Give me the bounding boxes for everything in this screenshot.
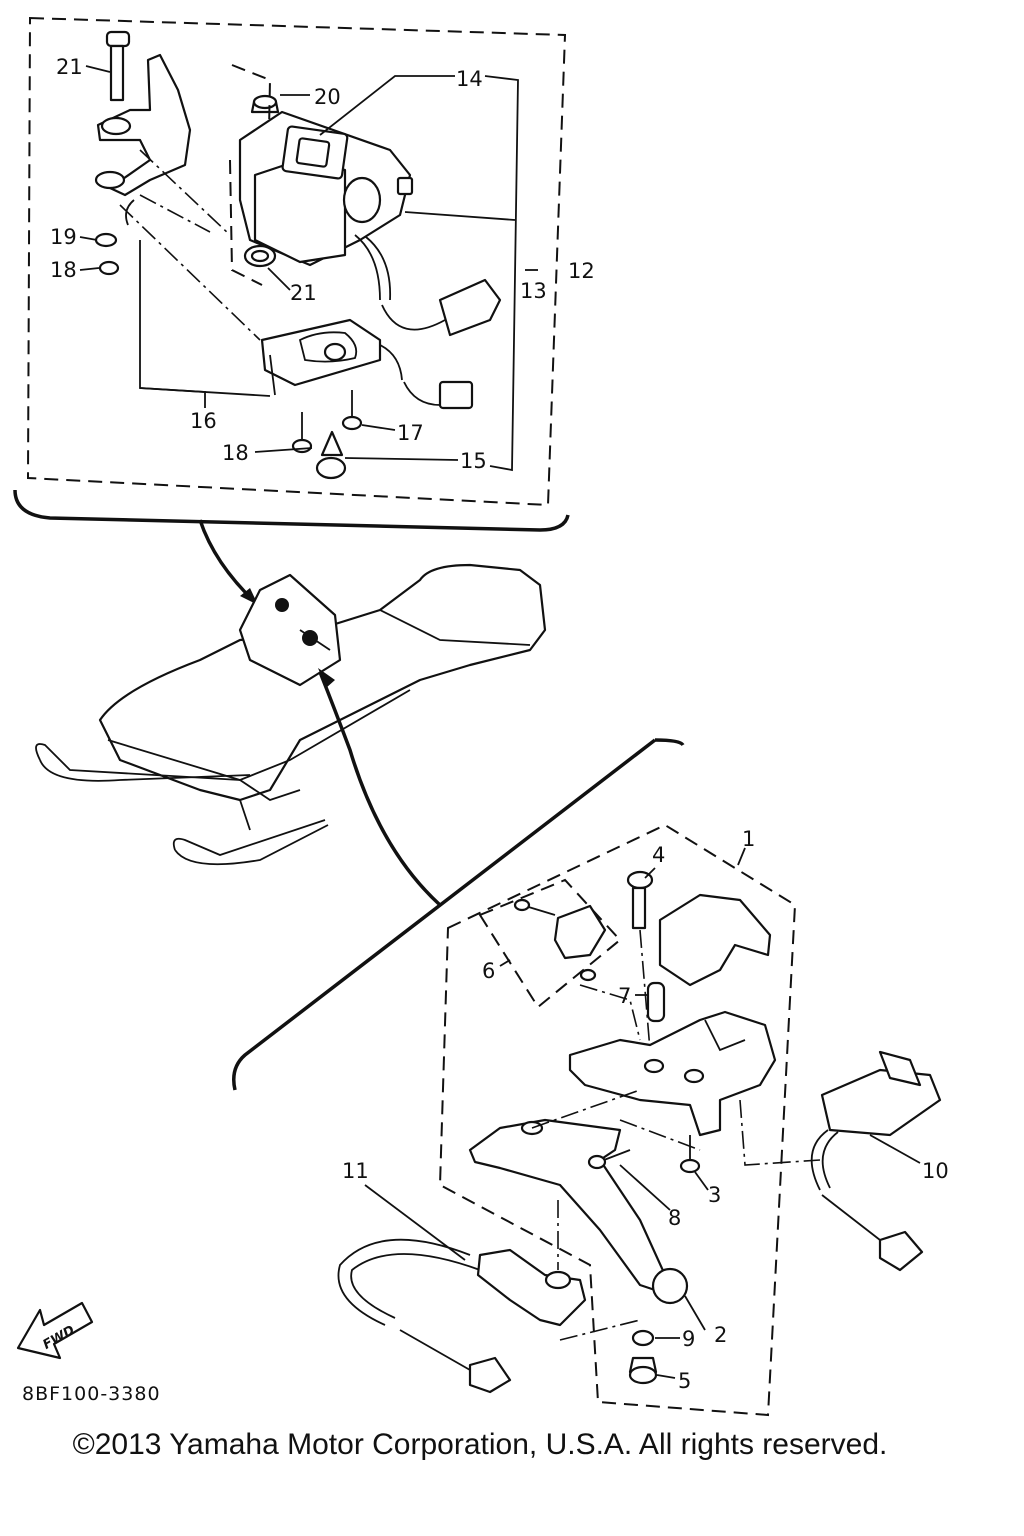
- adjuster-6: [513, 898, 607, 982]
- throttle-lever-2: [468, 1118, 689, 1305]
- callout-11: 11: [342, 1159, 369, 1183]
- callout-8: 8: [668, 1206, 681, 1230]
- lock-washer-19: [98, 260, 120, 276]
- grommet-21-bottom: [229, 159, 277, 286]
- callout-4: 4: [652, 843, 665, 867]
- throttle-sensor-11: [337, 1238, 587, 1394]
- grommet-21-top: [231, 64, 280, 181]
- callout-20: 19: [50, 225, 77, 249]
- snowmobile: [35, 563, 547, 907]
- switch-10: [810, 1050, 942, 1272]
- bolt-22: [105, 30, 131, 102]
- washer-20: [94, 232, 118, 248]
- leaders-bottom: [364, 847, 921, 1379]
- callout-16: 16: [190, 409, 217, 433]
- callout-7: 7: [618, 984, 631, 1008]
- bracket: [94, 53, 192, 226]
- screw-18: [291, 412, 313, 454]
- diagram-code: 8BF100-3380: [22, 1383, 161, 1405]
- callout-1: 1: [742, 827, 755, 851]
- callout-22: 21: [56, 55, 83, 79]
- callout-labels: 21 20 14 19 18 21 13 12 16 17 18 15 1 4 …: [50, 55, 949, 1393]
- callout-21-top: 20: [314, 85, 341, 109]
- switch-housing-16: [260, 318, 474, 410]
- callout-19: 18: [50, 258, 77, 282]
- callout-3: 3: [708, 1183, 721, 1207]
- washer-9: [631, 1329, 655, 1347]
- screw-3: [679, 1135, 701, 1174]
- callout-14: 14: [456, 67, 483, 91]
- screw-4: [626, 870, 654, 1051]
- callout-12: 12: [568, 259, 595, 283]
- screw-8: [587, 1149, 631, 1170]
- screw-17: [341, 390, 363, 431]
- plug-15: [315, 430, 347, 480]
- callout-13: 13: [520, 279, 547, 303]
- callout-10: 10: [922, 1159, 949, 1183]
- callout-9: 9: [682, 1327, 695, 1351]
- collar-7: [646, 981, 666, 1023]
- fwd-arrow-icon: FWD: [16, 1301, 94, 1360]
- inset-bottom: [232, 738, 797, 1417]
- lever-housing: [568, 1010, 777, 1137]
- callout-5: 5: [678, 1369, 691, 1393]
- callout-18: 18: [222, 441, 249, 465]
- callout-21-bottom: 21: [290, 281, 317, 305]
- callout-17: 17: [397, 421, 424, 445]
- callout-6: 6: [482, 959, 495, 983]
- nut-5: [628, 1356, 658, 1385]
- leaders-top: [79, 65, 538, 472]
- lever-cover: [658, 893, 772, 987]
- callout-2: 2: [714, 1323, 727, 1347]
- copyright-text: ©2013 Yamaha Motor Corporation, U.S.A. A…: [72, 1428, 888, 1461]
- callout-15: 15: [460, 449, 487, 473]
- switch-box-13: [238, 110, 502, 337]
